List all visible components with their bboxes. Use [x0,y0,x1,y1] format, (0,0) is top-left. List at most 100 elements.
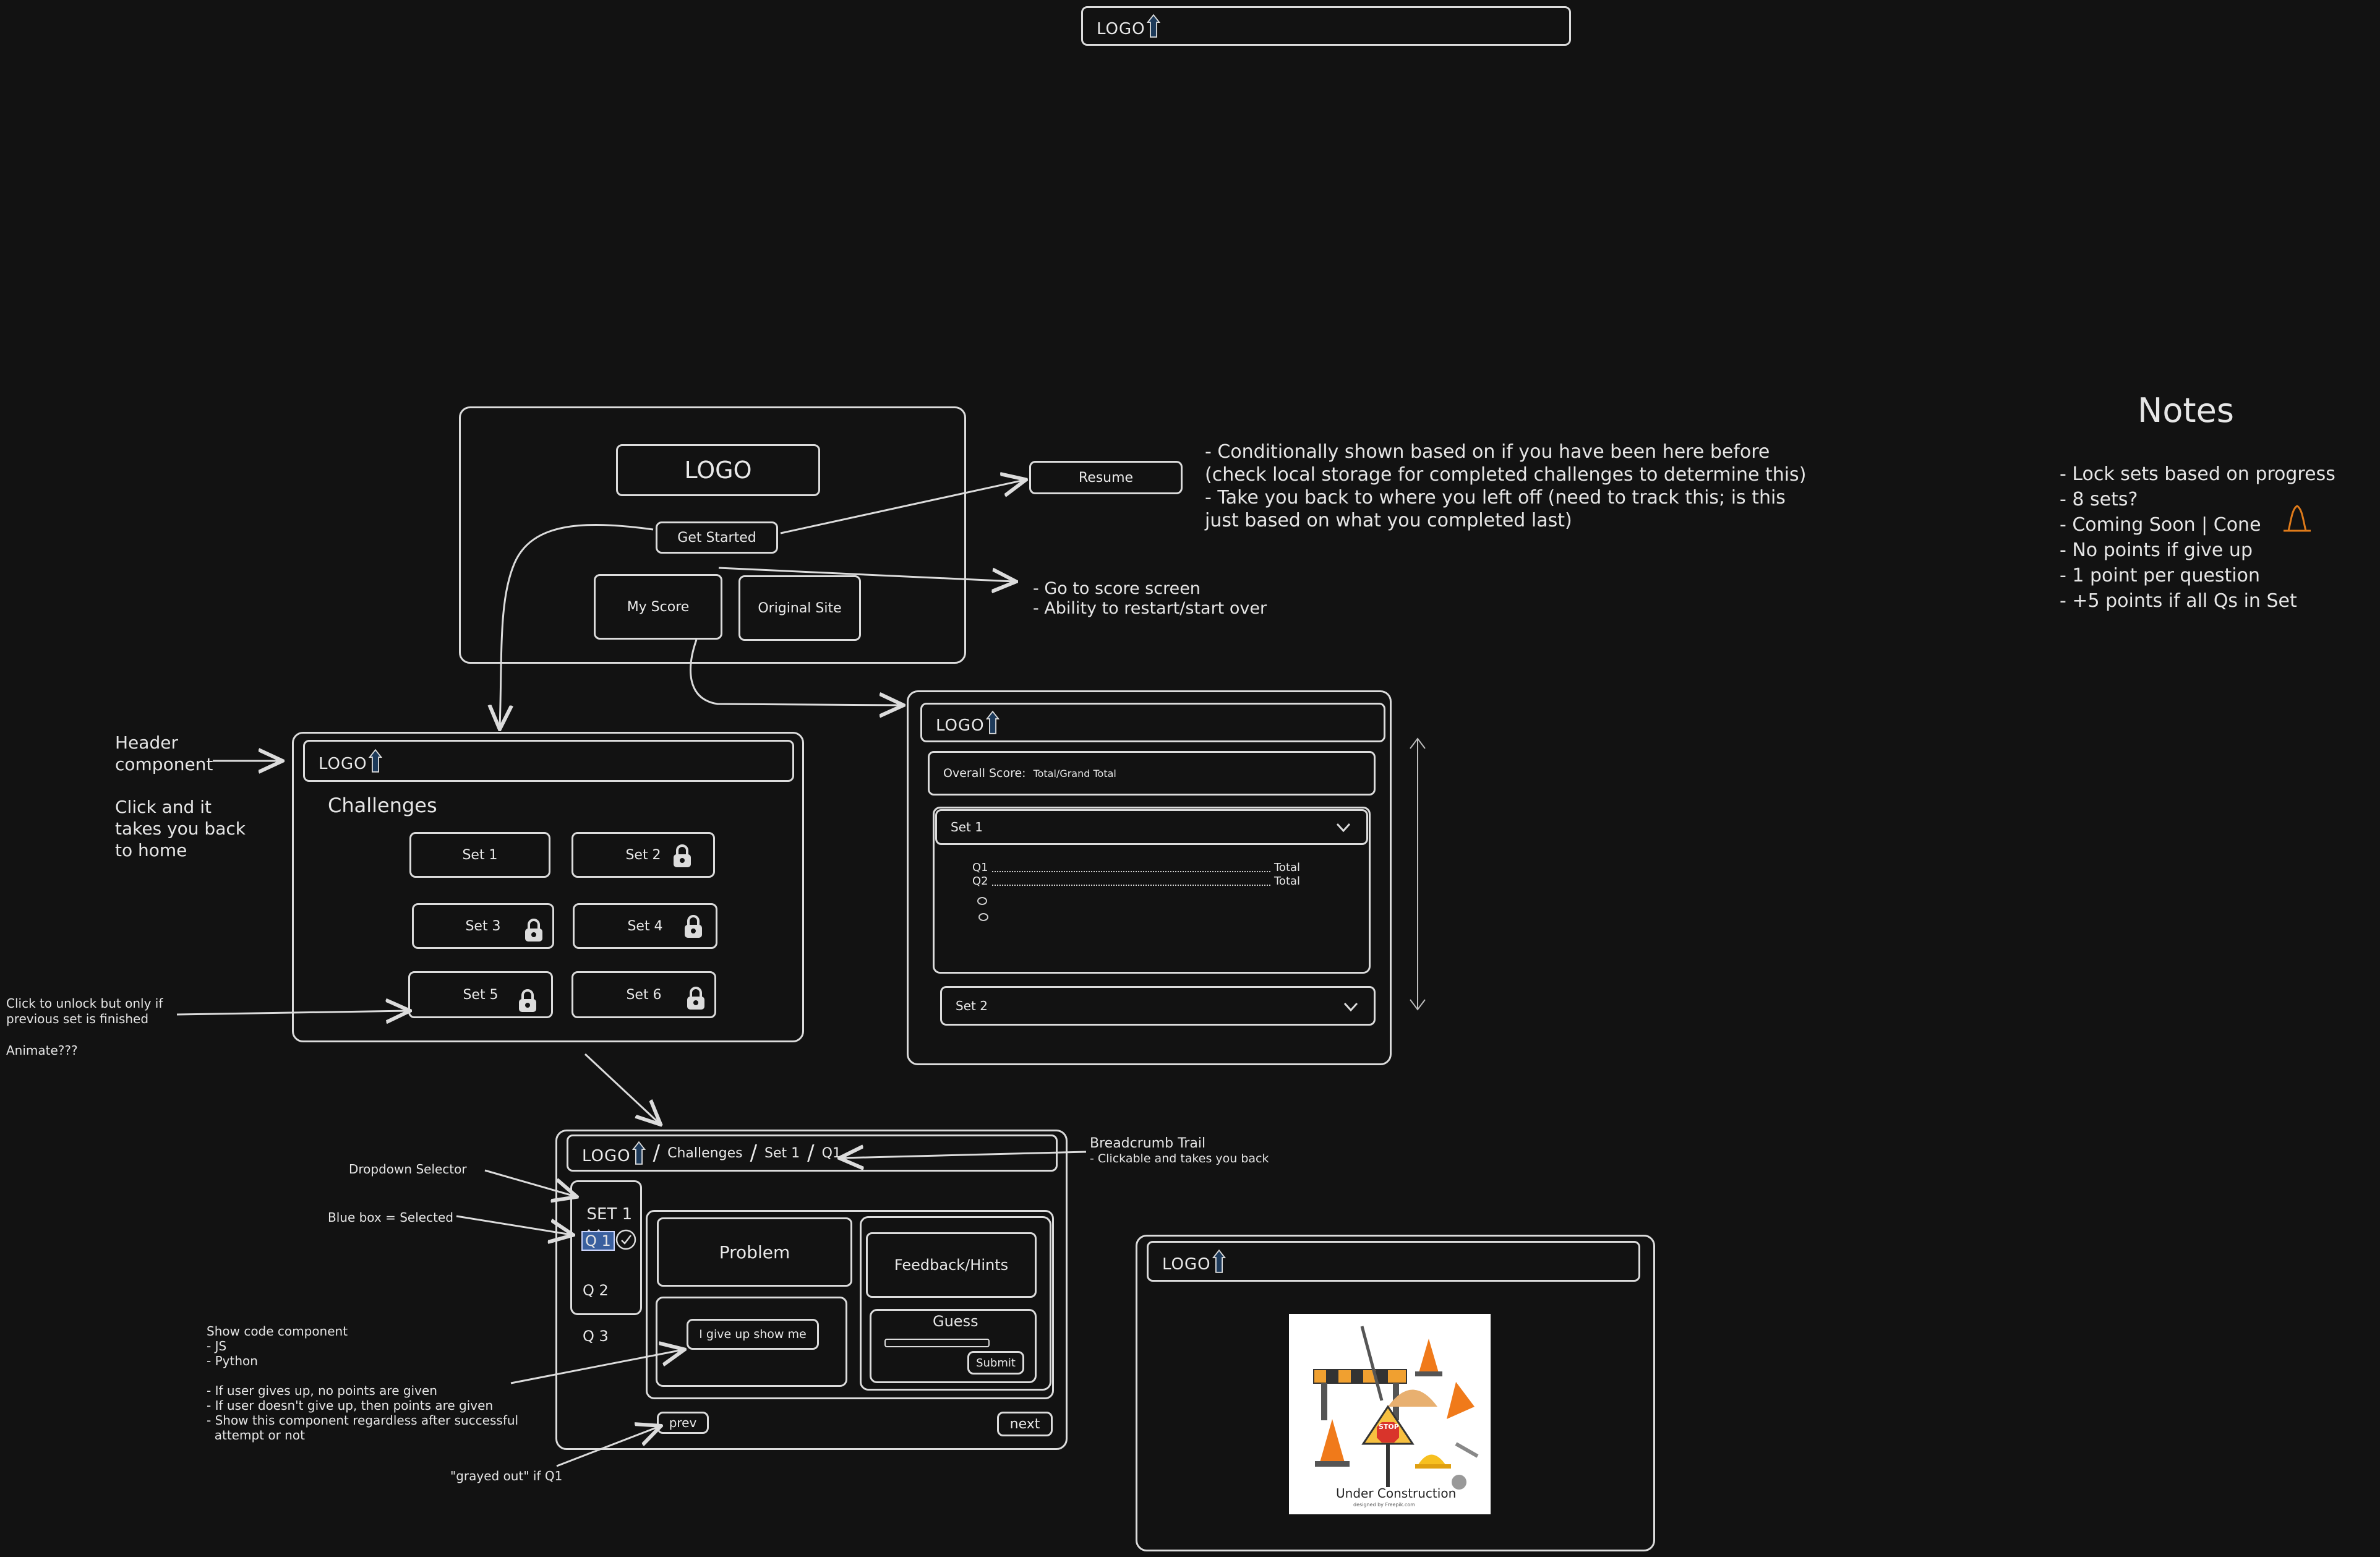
construction-stop-text: STOP [1379,1423,1399,1431]
code-note-2: - JS [207,1339,227,1353]
question-sidebar [570,1180,642,1315]
logo: LOGO [582,1141,646,1165]
arrow [584,1053,659,1123]
logo: LOGO [1097,14,1160,38]
get-started-button[interactable]: Get Started [656,521,778,554]
home-note-3: to home [115,840,187,860]
question-item-q1[interactable]: Q 1 [581,1231,615,1251]
score-row-q: Q2 [972,875,988,888]
score-note-2: - Ability to restart/start over [1033,599,1267,618]
question-content-panel [646,1210,1054,1399]
logo: LOGO [1162,1249,1226,1274]
feedback-panel: Feedback/Hints [866,1232,1037,1298]
under-construction-illustration: STOP Under Construction designed by Free… [1289,1314,1491,1514]
set-4-button[interactable]: Set 4 [573,903,717,949]
breadcrumb-challenges[interactable]: Challenges [667,1145,743,1161]
scroll-indicator [1410,999,1426,1011]
construction-header[interactable]: LOGO [1147,1241,1640,1282]
dropdown-note: Dropdown Selector [349,1162,467,1177]
construction-screen [1136,1235,1655,1551]
resume-note-3: - Take you back to where you left off (n… [1205,487,1786,508]
header-note-2: component [115,754,213,774]
set-2-accordion-header[interactable]: Set 2 [940,986,1376,1026]
logo-mark-icon [1147,14,1160,38]
breadcrumb-separator: / [653,1141,661,1165]
lock-icon [685,986,706,1011]
breadcrumb-separator: / [750,1141,758,1165]
set-5-button[interactable]: Set 5 [408,971,553,1018]
set-1-accordion-header[interactable]: Set 1 [935,809,1368,845]
question-header[interactable]: LOGO / Challenges / Set 1 / Q1 [567,1135,1058,1172]
ellipsis-dot [978,913,988,921]
resume-note-4: just based on what you completed last) [1205,510,1572,531]
construction-caption: Under Construction [1336,1486,1457,1501]
notes-item-4: - No points if give up [2060,539,2253,561]
score-row-dots [992,871,1270,872]
notes-item-5: - 1 point per question [2060,565,2261,586]
score-row-value: Total [1274,875,1301,888]
my-score-button[interactable]: My Score [594,574,722,640]
breadcrumb-set[interactable]: Set 1 [764,1145,800,1161]
notes-item-1: - Lock sets based on progress [2060,463,2335,485]
breadcrumb-separator: / [807,1141,815,1165]
set-2-button[interactable]: Set 2 [571,832,715,878]
guess-label: Guess [933,1313,978,1330]
overall-score-value: Total/Grand Total [1033,767,1116,779]
set-1-accordion-label: Set 1 [951,820,983,834]
ellipsis-dot [977,897,987,905]
animate-note: Animate??? [6,1043,78,1058]
score-row-value: Total [1274,861,1301,874]
set-6-button[interactable]: Set 6 [571,971,716,1018]
chevron-down-icon [1343,1002,1358,1012]
resume-note-1: - Conditionally shown based on if you ha… [1205,441,1770,463]
set-6-label: Set 6 [626,987,662,1003]
blue-box-note: Blue box = Selected [328,1210,453,1225]
code-note-6: - If user doesn't give up, then points a… [207,1398,494,1413]
feedback-column [860,1216,1051,1391]
score-row-q: Q1 [972,861,988,874]
set-2-label: Set 2 [625,847,661,863]
question-item-q2[interactable]: Q 2 [583,1282,609,1299]
code-note-5: - If user gives up, no points are given [207,1383,437,1398]
grayed-note: "grayed out" if Q1 [450,1469,563,1483]
construction-credit: designed by Freepik.com [1353,1502,1415,1508]
prev-button[interactable]: prev [657,1412,709,1434]
challenges-header[interactable]: LOGO [303,740,794,782]
lock-icon [683,914,704,939]
breadcrumb-question[interactable]: Q1 [821,1145,841,1161]
home-note-1: Click and it [115,797,212,817]
home-note-2: takes you back [115,818,246,839]
original-site-button[interactable]: Original Site [738,575,861,641]
set-4-label: Set 4 [627,918,663,934]
top-header[interactable]: LOGO [1081,6,1571,46]
breadcrumb-note-1: Breadcrumb Trail [1090,1136,1206,1151]
cone-icon [2284,505,2311,532]
notes-title: Notes [2138,391,2234,430]
breadcrumb-note-2: - Clickable and takes you back [1090,1152,1269,1165]
guess-panel [870,1309,1037,1383]
challenges-title: Challenges [328,794,437,817]
score-note-1: - Go to score screen [1033,579,1201,598]
lock-icon [517,989,538,1013]
set-3-label: Set 3 [465,918,501,934]
resume-note-2: (check local storage for completed chall… [1205,464,1807,486]
unlock-note-1: Click to unlock but only if [6,996,163,1011]
next-button[interactable]: next [997,1412,1053,1436]
question-screen [555,1130,1068,1450]
score-row-dots [992,885,1270,886]
question-item-q3[interactable]: Q 3 [583,1328,609,1345]
score-header[interactable]: LOGO [920,703,1385,742]
submit-button[interactable]: Submit [967,1351,1024,1375]
chevron-down-icon [1336,823,1351,833]
lock-icon [672,844,693,869]
give-up-button[interactable]: I give up show me [687,1319,819,1350]
score-screen [907,690,1392,1065]
arrow [456,1215,571,1235]
set-1-button[interactable]: Set 1 [409,832,550,878]
set-5-label: Set 5 [463,987,499,1003]
guess-input[interactable] [884,1339,990,1347]
problem-panel: Problem [657,1217,852,1287]
set-3-button[interactable]: Set 3 [412,903,554,949]
overall-score-bar: Overall Score: Total/Grand Total [928,751,1376,796]
resume-button[interactable]: Resume [1029,461,1183,494]
